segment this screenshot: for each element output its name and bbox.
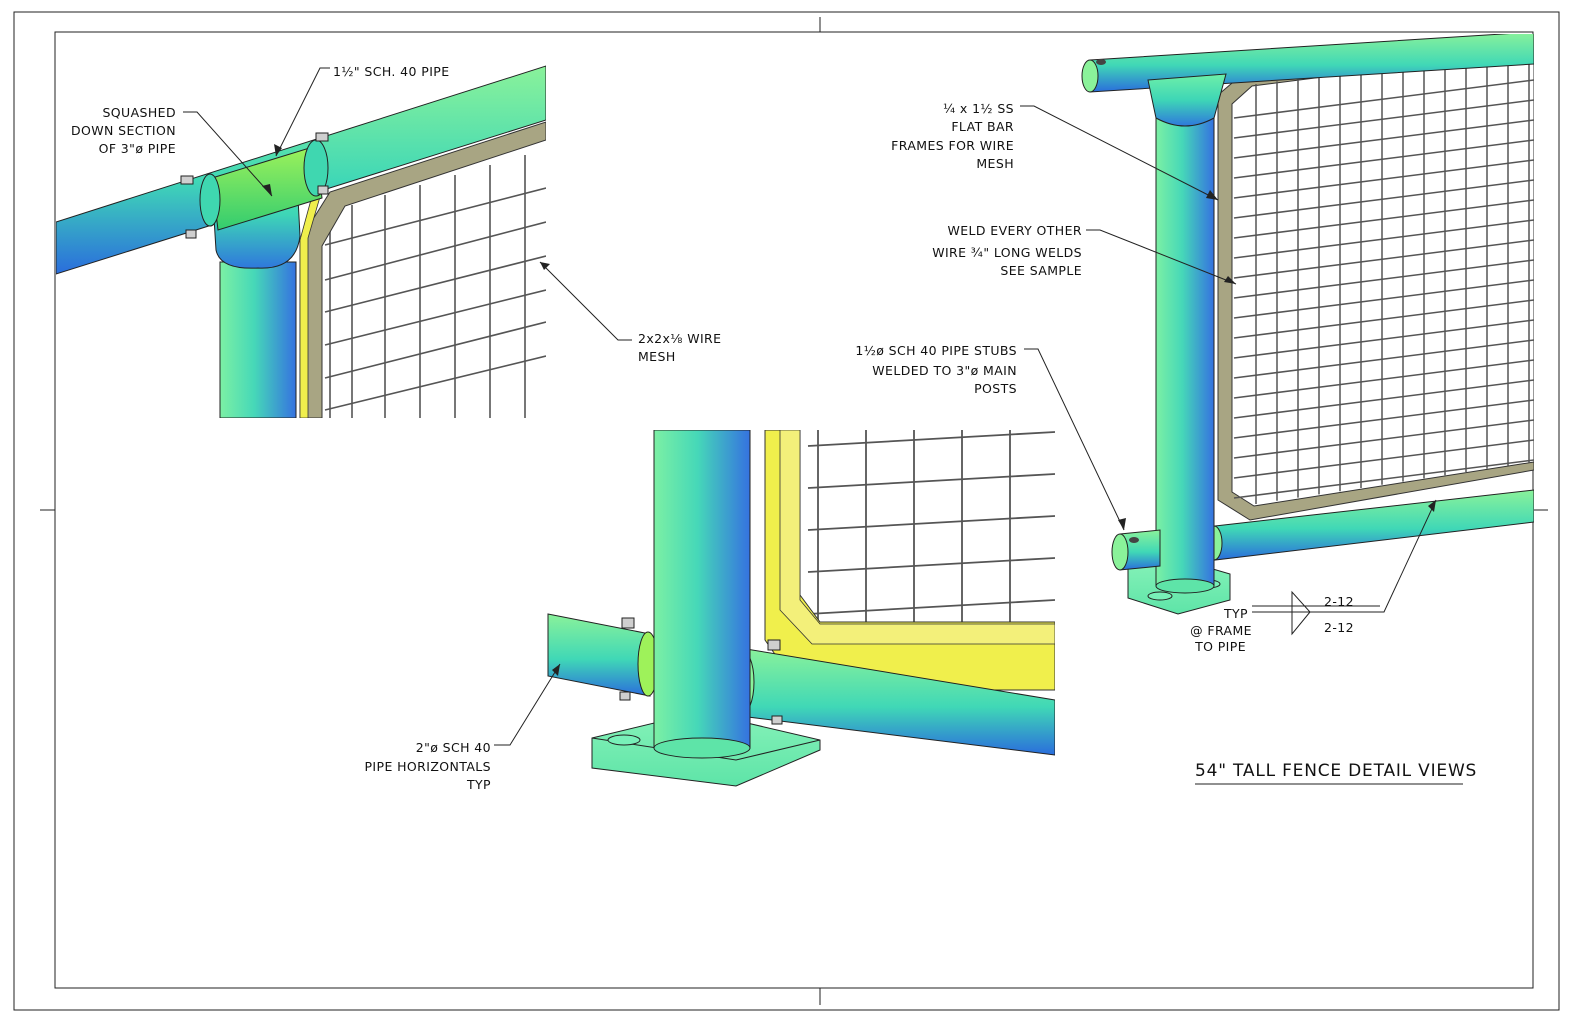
wire-mesh-a: [324, 155, 546, 418]
callout-wire-mesh: 2x2x⅛ WIRE MESH: [638, 331, 721, 364]
bolt-icons-a: [180, 132, 329, 239]
horizontal-pipe-left-b: [547, 613, 651, 697]
leader-lines: [183, 67, 1437, 746]
weld-symbol-line-2: @ FRAME: [1190, 623, 1252, 638]
callout-top-rail-pipe: 1½" SCH. 40 PIPE: [333, 64, 450, 79]
weld-size-top: 2-12: [1324, 594, 1354, 609]
squashed-line-2: DOWN SECTION: [71, 123, 176, 138]
callout-horizontals: 2"ø SCH 40 PIPE HORIZONTALS TYP: [364, 740, 491, 792]
bolt-icons-b: [619, 617, 783, 725]
flat-bar-line-3: FRAMES FOR WIRE: [891, 138, 1014, 153]
horizontals-line-2: PIPE HORIZONTALS: [364, 759, 491, 774]
leader-arrowheads: [262, 144, 1436, 676]
weld-note-line-2: WIRE ¾" LONG WELDS: [932, 245, 1082, 260]
top-rail-pipe-label: 1½" SCH. 40 PIPE: [333, 64, 450, 79]
callout-flat-bar: ¼ x 1½ SS FLAT BAR FRAMES FOR WIRE MESH: [891, 101, 1014, 171]
main-post-b: [653, 430, 751, 749]
callout-weld-note: WELD EVERY OTHER WIRE ¾" LONG WELDS SEE …: [932, 223, 1082, 278]
pipe-stubs-line-3: POSTS: [974, 381, 1017, 396]
detail-view-base-plate: [547, 430, 1055, 787]
callout-weld-symbol: TYP @ FRAME TO PIPE 2-12 2-12: [1190, 594, 1354, 654]
wire-mesh-line-1: 2x2x⅛ WIRE: [638, 331, 721, 346]
flat-bar-frame-a: [299, 121, 546, 418]
weld-symbol-icon: [1291, 590, 1311, 636]
pipe-stubs-line-2: WELDED TO 3"ø MAIN: [872, 363, 1017, 378]
weld-size-bottom: 2-12: [1324, 620, 1354, 635]
weld-symbol-line-1: TYP: [1223, 606, 1248, 621]
horizontals-line-1: 2"ø SCH 40: [416, 740, 491, 755]
callout-pipe-stubs: 1½ø SCH 40 PIPE STUBS WELDED TO 3"ø MAIN…: [855, 343, 1017, 396]
wire-mesh-b: [807, 430, 1055, 650]
tee-fitting-c: [1147, 73, 1227, 127]
pipe-stubs-line-1: 1½ø SCH 40 PIPE STUBS: [855, 343, 1017, 358]
sheet-title: 54" TALL FENCE DETAIL VIEWS: [1195, 761, 1477, 781]
weld-symbol-line-3: TO PIPE: [1194, 639, 1246, 654]
sheet-title-block: 54" TALL FENCE DETAIL VIEWS: [1195, 761, 1477, 785]
callout-squashed-section: SQUASHED DOWN SECTION OF 3"ø PIPE: [71, 105, 176, 156]
flat-bar-line-1: ¼ x 1½ SS: [943, 101, 1014, 116]
main-post-a: [219, 261, 297, 418]
weld-note-line-3: SEE SAMPLE: [1000, 263, 1082, 278]
detail-view-fence-panel: [1081, 34, 1534, 615]
flat-bar-line-4: MESH: [976, 156, 1014, 171]
wire-mesh-c: [1233, 50, 1534, 504]
horizontals-line-3: TYP: [466, 777, 491, 792]
wire-mesh-line-2: MESH: [638, 349, 676, 364]
flat-bar-line-2: FLAT BAR: [951, 119, 1014, 134]
squashed-line-3: OF 3"ø PIPE: [99, 141, 176, 156]
squashed-line-1: SQUASHED: [102, 105, 176, 120]
weld-note-line-1: WELD EVERY OTHER: [947, 223, 1082, 238]
